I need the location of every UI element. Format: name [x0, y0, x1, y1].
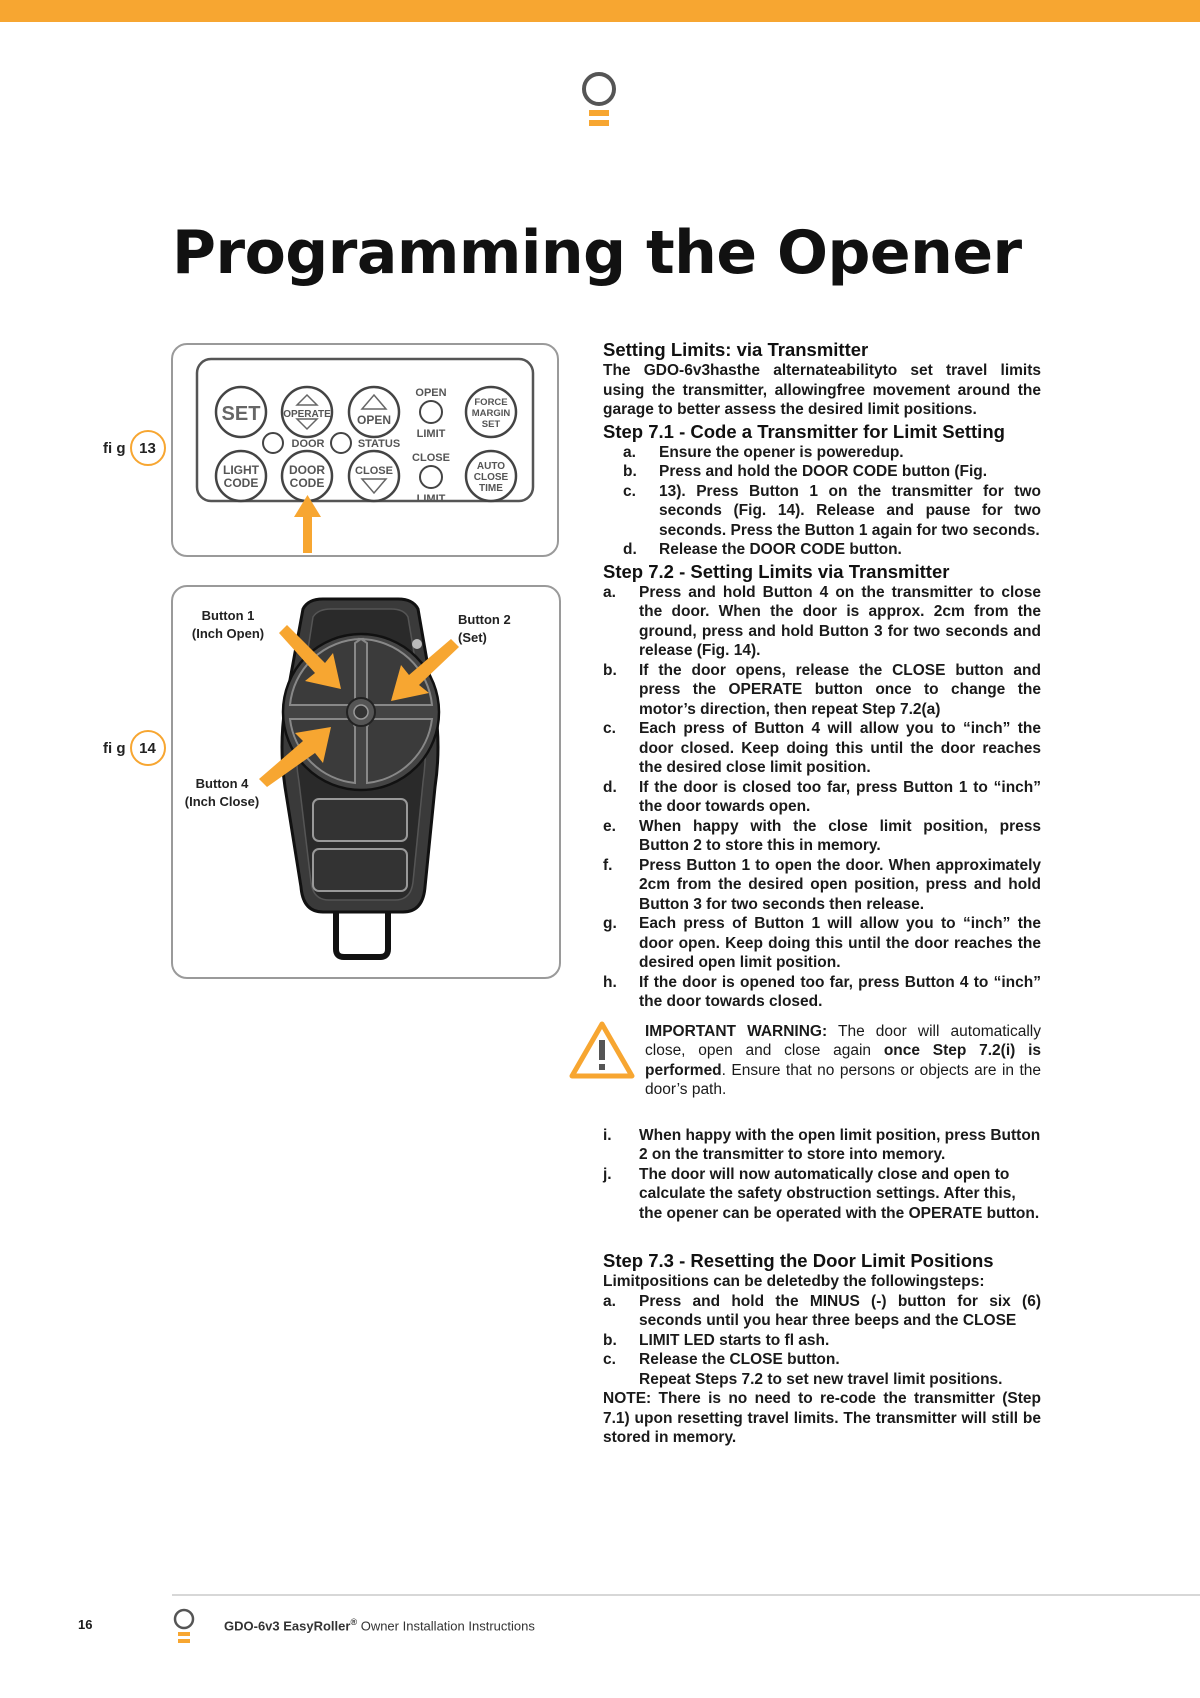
button4-callout-line1: Button 4	[195, 776, 249, 791]
operate-label: OPERATE	[283, 409, 331, 420]
list-item: c.Release the CLOSE button.	[603, 1351, 840, 1368]
status-led-label: STATUS	[358, 438, 400, 450]
page-title: Programming the Opener	[172, 218, 1022, 288]
open-label: OPEN	[357, 413, 391, 427]
fig-14-number: 14	[129, 730, 166, 766]
button1-callout-line1: Button 1	[201, 608, 255, 623]
list-item: a.Ensure the opener is poweredup.	[623, 443, 904, 461]
button2-callout: Button 2 (Set)	[458, 611, 548, 647]
fig-label-text: fi g	[103, 439, 126, 457]
footer-doc-title: GDO-6v3 EasyRoller® Owner Installation I…	[224, 1617, 535, 1634]
force-label-1: FORCE	[474, 397, 507, 408]
force-margin-set-button[interactable]: FORCE MARGIN SET	[464, 385, 518, 439]
open-button[interactable]: OPEN	[347, 385, 401, 439]
step71-heading: Step 7.1 - Code a Transmitter for Limit …	[603, 420, 1005, 442]
footer-divider	[172, 1594, 1200, 1596]
auto-label-1: AUTO	[477, 461, 505, 472]
close-limit-led: CLOSE LIMIT	[412, 452, 450, 505]
button1-arrow-icon	[279, 625, 341, 689]
auto-label-3: TIME	[479, 483, 503, 494]
operate-button[interactable]: OPERATE	[280, 385, 334, 439]
top-accent-bar	[0, 0, 1200, 22]
close-limit-top-label: CLOSE	[412, 452, 450, 464]
status-led: STATUS	[330, 432, 400, 454]
control-panel-figure: SET OPERATE OPEN OPEN LIMIT FORCE MARGIN…	[171, 343, 559, 557]
bulb-logo-icon	[173, 1608, 195, 1643]
fig-14-label: fi g 14	[103, 730, 166, 766]
list-item: d.Release the DOOR CODE button.	[623, 541, 902, 558]
door-code-label-1: DOOR	[289, 463, 325, 477]
list-item: g.Each press of Button 1 will allow you …	[603, 915, 1041, 971]
close-limit-bottom-label: LIMIT	[417, 493, 446, 505]
button4-callout: Button 4 (Inch Close)	[177, 775, 267, 811]
list-item: j.The door will now automatically close …	[603, 1165, 1040, 1222]
important-warning: IMPORTANT WARNING: The door will automat…	[569, 1020, 1041, 1100]
transmitter-figure: Button 1 (Inch Open) Button 2 (Set) Butt…	[171, 585, 561, 979]
list-item: a.Press and hold Button 4 on the transmi…	[603, 583, 1041, 660]
force-label-2: MARGIN	[472, 408, 511, 419]
close-button[interactable]: CLOSE	[347, 449, 401, 503]
step72-list: a.Press and hold Button 4 on the transmi…	[603, 583, 1041, 1012]
step72-heading: Step 7.2 - Setting Limits via Transmitte…	[603, 560, 950, 582]
light-code-button[interactable]: LIGHT CODE	[214, 449, 268, 503]
list-item: c.13). Press Button 1 on the transmitter…	[623, 482, 1041, 539]
fig-13-label: fi g 13	[103, 430, 166, 466]
door-led-label: DOOR	[292, 438, 325, 450]
open-limit-led: OPEN LIMIT	[415, 387, 446, 440]
open-limit-bottom-label: LIMIT	[417, 428, 446, 440]
list-item: b.Press and hold the DOOR CODE button (F…	[623, 463, 988, 480]
list-item: i.When happy with the open limit positio…	[603, 1126, 1041, 1164]
button1-callout-line2: (Inch Open)	[191, 626, 265, 641]
door-code-label-2: CODE	[290, 476, 325, 490]
pointer-arrow-icon	[294, 495, 321, 553]
step73-note: NOTE: There is no need to re-code the tr…	[603, 1390, 1041, 1446]
list-item: b.If the door opens, release the CLOSE b…	[603, 661, 1041, 718]
list-item: f.Press Button 1 to open the door. When …	[603, 856, 1041, 913]
step71-list: a.Ensure the opener is poweredup. b.Pres…	[603, 443, 1041, 560]
list-item: Repeat Steps 7.2 to set new travel limit…	[639, 1370, 1003, 1388]
button2-callout-line1: Button 2	[458, 612, 511, 627]
list-item: a.Press and hold the MINUS (-) button fo…	[603, 1292, 1041, 1330]
warning-label: IMPORTANT WARNING:	[645, 1022, 828, 1040]
button4-callout-line2: (Inch Close)	[184, 794, 260, 809]
button2-arrow-icon	[391, 639, 459, 701]
door-code-button[interactable]: DOOR CODE	[280, 449, 334, 503]
set-button[interactable]: SET	[214, 385, 268, 439]
page-number: 16	[78, 1617, 93, 1632]
open-limit-top-label: OPEN	[415, 387, 446, 399]
warning-text: IMPORTANT WARNING: The door will automat…	[645, 1022, 1041, 1099]
list-item: h.If the door is opened too far, press B…	[603, 973, 1041, 1011]
list-item: c.Each press of Button 4 will allow you …	[603, 720, 1041, 776]
force-label-3: SET	[482, 419, 501, 430]
intro-text: The GDO-6v3hasthe alternateabilityto set…	[603, 362, 1041, 418]
bulb-logo-icon	[582, 72, 616, 126]
instructions-column: Setting Limits: via Transmitter The GDO-…	[569, 338, 1041, 1448]
door-led: DOOR	[262, 432, 325, 454]
auto-close-time-button[interactable]: AUTO CLOSE TIME	[464, 449, 518, 503]
set-label: SET	[222, 403, 261, 425]
list-item: e.When happy with the close limit positi…	[603, 817, 1041, 855]
light-label-1: LIGHT	[223, 463, 260, 477]
button1-callout: Button 1 (Inch Open)	[183, 607, 273, 643]
light-label-2: CODE	[224, 476, 259, 490]
warning-triangle-icon	[569, 1021, 635, 1078]
step73-list: a.Press and hold the MINUS (-) button fo…	[603, 1292, 1041, 1390]
step72-list-continued: i.When happy with the open limit positio…	[603, 1126, 1041, 1224]
button4-arrow-icon	[259, 727, 331, 787]
close-label: CLOSE	[355, 465, 393, 477]
fig-label-text: fi g	[103, 739, 126, 757]
button2-callout-line2: (Set)	[458, 630, 487, 645]
intro-heading: Setting Limits: via Transmitter	[603, 339, 869, 360]
list-item: b.LIMIT LED starts to fl ash.	[603, 1331, 830, 1349]
fig-13-number: 13	[129, 430, 166, 466]
step73-heading: Step 7.3 - Resetting the Door Limit Posi…	[603, 1250, 994, 1271]
list-item: d.If the door is closed too far, press B…	[603, 778, 1041, 816]
auto-label-2: CLOSE	[474, 472, 509, 483]
step73-intro: Limitpositions can be deletedby the foll…	[603, 1273, 985, 1290]
